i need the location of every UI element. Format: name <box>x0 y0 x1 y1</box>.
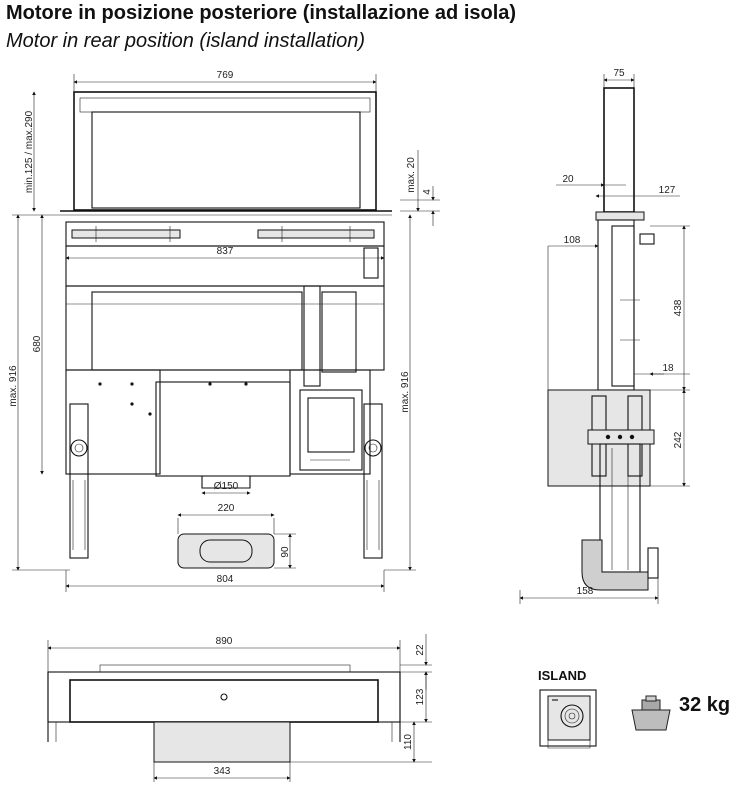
dim-343: 343 <box>214 766 231 777</box>
dim-duct-150: Ø150 <box>214 481 239 492</box>
top-view <box>47 664 401 763</box>
dim-680: 680 <box>32 335 43 352</box>
front-view-dimensions: 769 min.125 / max.290 max. 20 4 837 680 … <box>8 70 440 592</box>
dim-804: 804 <box>217 574 234 585</box>
title-english: Motor in rear position (island installat… <box>6 30 366 52</box>
dim-90: 90 <box>280 546 291 558</box>
dim-22: 22 <box>415 644 426 656</box>
weight-value: 32 kg <box>679 694 731 716</box>
island-label: ISLAND <box>538 668 587 683</box>
dim-837: 837 <box>217 246 234 257</box>
dim-220: 220 <box>218 503 235 514</box>
side-view <box>547 87 659 591</box>
dim-75: 75 <box>613 68 625 79</box>
dim-438: 438 <box>673 299 684 316</box>
island-installation-icon <box>539 689 597 749</box>
dim-769: 769 <box>217 70 234 81</box>
dim-20: 20 <box>562 174 574 185</box>
dim-242: 242 <box>673 431 684 448</box>
dim-127: 127 <box>659 185 676 196</box>
front-view <box>60 91 392 569</box>
dim-890: 890 <box>216 636 233 647</box>
dim-123: 123 <box>415 688 426 705</box>
dim-158: 158 <box>577 586 594 597</box>
dim-4: 4 <box>422 189 433 195</box>
dim-108: 108 <box>564 235 581 246</box>
weight-icon <box>631 695 671 731</box>
top-view-dimensions: 890 22 123 110 343 <box>47 634 432 782</box>
dim-height-range: min.125 / max.290 <box>24 110 35 193</box>
dim-left-max-916: max. 916 <box>8 365 19 407</box>
side-view-dimensions: 75 20 127 108 438 18 242 158 <box>519 68 690 604</box>
title-italian: Motore in posizione posteriore (installa… <box>6 2 517 24</box>
dim-110: 110 <box>403 734 414 750</box>
dim-right-max-916: max. 916 <box>400 371 411 413</box>
dim-18: 18 <box>662 363 674 374</box>
dim-max-20: max. 20 <box>406 157 417 193</box>
